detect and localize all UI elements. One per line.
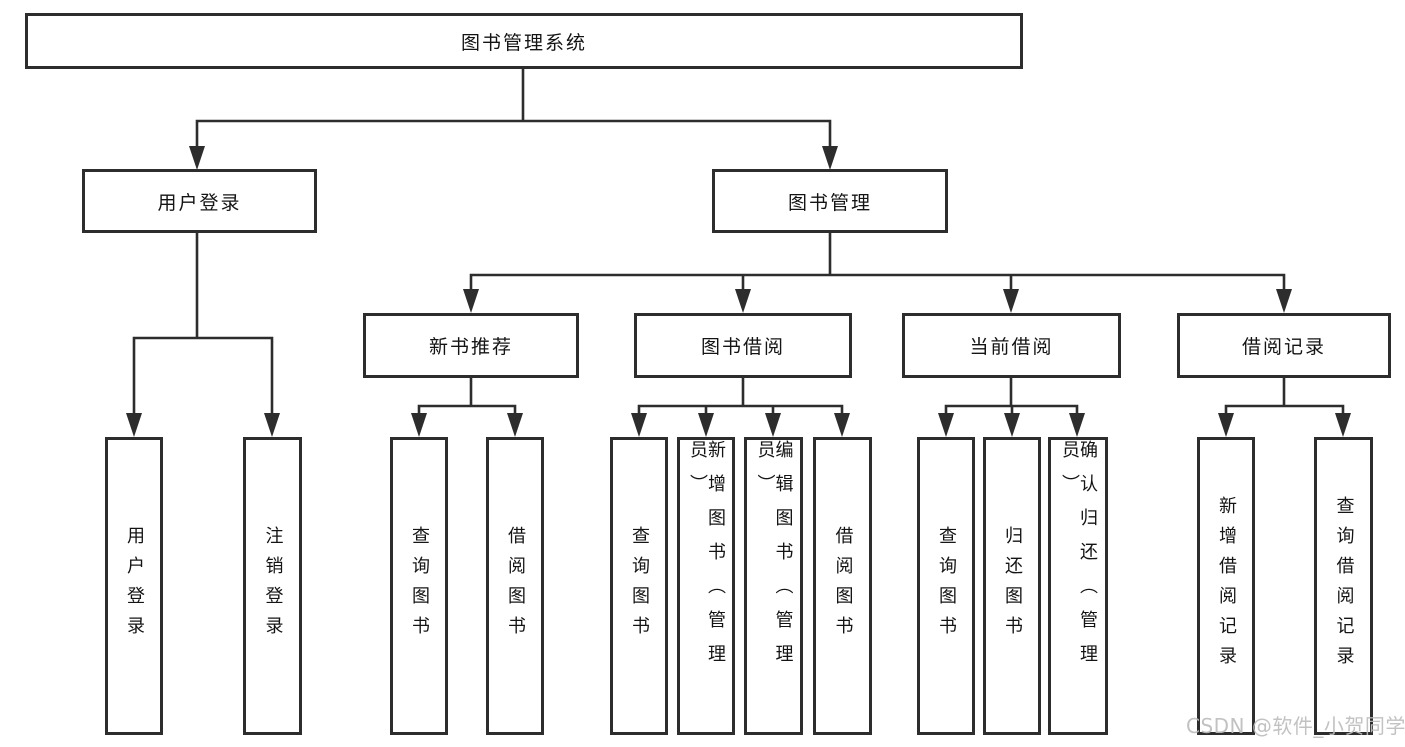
leaf-user-login: 用户登录 [105, 437, 163, 735]
leaf-recommend-borrow-book: 借阅图书 [486, 437, 544, 735]
node-user-login: 用户登录 [82, 169, 317, 233]
node-library-management-system: 图书管理系统 [25, 13, 1023, 69]
leaf-current-return-book: 归还图书 [983, 437, 1041, 735]
leaf-records-query-record: 查询借阅记录 [1314, 437, 1373, 735]
node-current-borrow: 当前借阅 [902, 313, 1121, 378]
leaf-records-add-record: 新增借阅记录 [1197, 437, 1255, 735]
node-book-management: 图书管理 [712, 169, 948, 233]
leaf-borrow-add-book-admin: 新增图书（管理员） [677, 437, 735, 735]
leaf-logout: 注销登录 [243, 437, 302, 735]
csdn-watermark: CSDN @软件_小贺同学 [1186, 714, 1405, 738]
node-book-borrow: 图书借阅 [634, 313, 852, 378]
leaf-current-confirm-return-admin: 确认归还（管理员） [1048, 437, 1108, 735]
node-borrow-records: 借阅记录 [1177, 313, 1391, 378]
leaf-recommend-query-book: 查询图书 [390, 437, 448, 735]
leaf-borrow-edit-book-admin: 编辑图书（管理员） [744, 437, 803, 735]
leaf-current-query-book: 查询图书 [917, 437, 975, 735]
leaf-borrow-query-book: 查询图书 [610, 437, 668, 735]
node-new-book-recommend: 新书推荐 [363, 313, 579, 378]
leaf-borrow-borrow-book: 借阅图书 [813, 437, 872, 735]
